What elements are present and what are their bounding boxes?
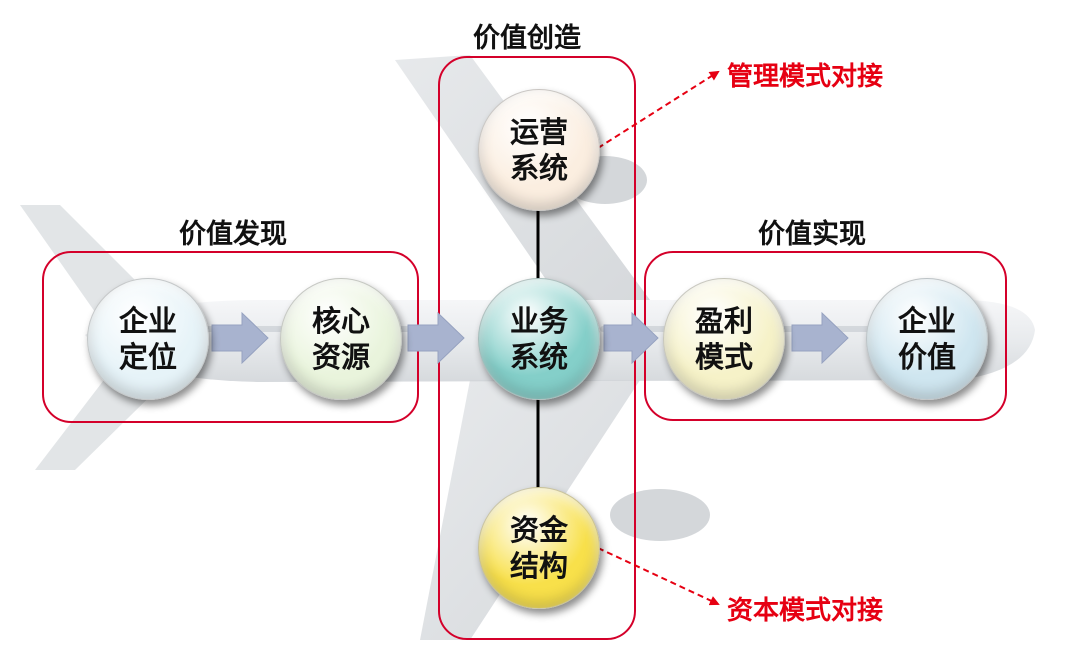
dashed-arrow-capital xyxy=(597,547,720,606)
node-operation-system-line2: 系统 xyxy=(509,151,568,185)
node-core-resources-line2: 资源 xyxy=(311,340,370,374)
node-enterprise-value: 企业 价值 xyxy=(866,278,988,400)
node-business-system-line1: 业务 xyxy=(509,304,568,338)
node-enterprise-position: 企业 定位 xyxy=(87,278,209,400)
value-realize-title: 价值实现 xyxy=(758,219,866,250)
node-enterprise-value-line2: 价值 xyxy=(897,340,956,374)
value-discover-title: 价值发现 xyxy=(179,219,287,250)
node-business-system-line2: 系统 xyxy=(509,340,568,374)
node-capital-structure-line2: 结构 xyxy=(509,549,568,583)
node-profit-model: 盈利 模式 xyxy=(663,278,785,400)
node-capital-structure-line1: 资金 xyxy=(509,513,568,547)
node-operation-system-line1: 运营 xyxy=(509,115,568,149)
management-docking-label: 管理模式对接 xyxy=(727,62,884,92)
node-core-resources-line1: 核心 xyxy=(311,304,370,338)
arrow-profit-to-value xyxy=(791,311,849,365)
node-core-resources: 核心 资源 xyxy=(280,278,402,400)
value-create-title: 价值创造 xyxy=(473,23,581,54)
node-enterprise-value-line1: 企业 xyxy=(897,304,956,338)
arrow-business-to-profit xyxy=(603,311,659,365)
node-capital-structure: 资金 结构 xyxy=(478,487,600,609)
node-business-system: 业务 系统 xyxy=(478,278,600,400)
node-operation-system: 运营 系统 xyxy=(478,89,600,211)
node-profit-model-line2: 模式 xyxy=(694,340,753,374)
arrow-position-to-resources xyxy=(211,311,269,365)
dashed-arrow-management xyxy=(597,70,720,149)
node-profit-model-line1: 盈利 xyxy=(694,304,753,338)
node-enterprise-position-line1: 企业 xyxy=(118,304,177,338)
node-enterprise-position-line2: 定位 xyxy=(118,340,177,374)
capital-docking-label: 资本模式对接 xyxy=(727,596,884,626)
arrow-resources-to-business xyxy=(407,311,465,365)
